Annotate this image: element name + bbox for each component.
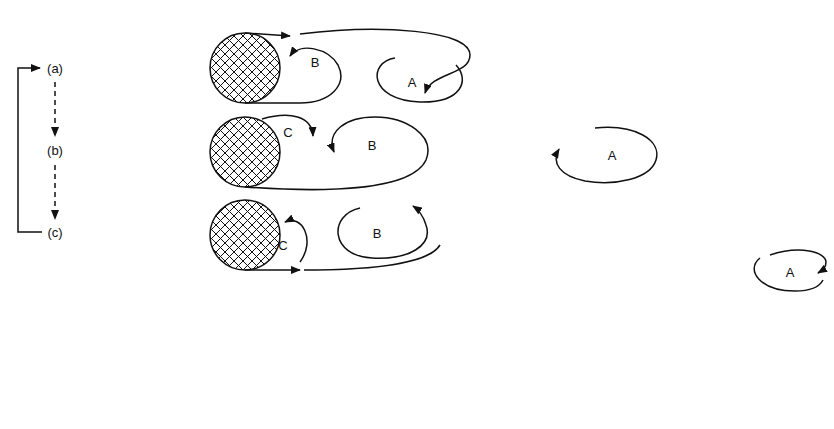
vortex-curve bbox=[245, 48, 341, 103]
vortex-label: B bbox=[372, 226, 383, 241]
vortex-label: A bbox=[407, 75, 418, 90]
vortex-label: A bbox=[607, 148, 618, 163]
vortex-label: A bbox=[785, 265, 796, 280]
cylinder bbox=[210, 200, 280, 270]
flow-arrow bbox=[245, 269, 300, 271]
flow-arrow bbox=[245, 33, 290, 36]
vortex-curve bbox=[556, 127, 657, 182]
vortex-curve bbox=[338, 206, 427, 258]
sequence-arrow bbox=[54, 82, 56, 136]
vortex-curve bbox=[377, 58, 462, 102]
cycle-bracket bbox=[18, 68, 42, 232]
stage-label: (a) bbox=[46, 61, 64, 76]
stage-label: (c) bbox=[46, 225, 63, 240]
vortex-label: C bbox=[277, 238, 288, 253]
sequence-arrow bbox=[54, 165, 56, 219]
cylinder bbox=[210, 33, 280, 103]
vortex-curve bbox=[754, 258, 823, 291]
vortex-curve bbox=[245, 117, 428, 190]
vortex-curve bbox=[770, 250, 826, 273]
stage-label: (b) bbox=[46, 143, 64, 158]
vortex-curve bbox=[285, 221, 307, 262]
cylinder bbox=[210, 117, 280, 187]
vortex-label: B bbox=[367, 138, 378, 153]
vortex-label: C bbox=[282, 125, 293, 140]
vortex-label: B bbox=[310, 55, 321, 70]
